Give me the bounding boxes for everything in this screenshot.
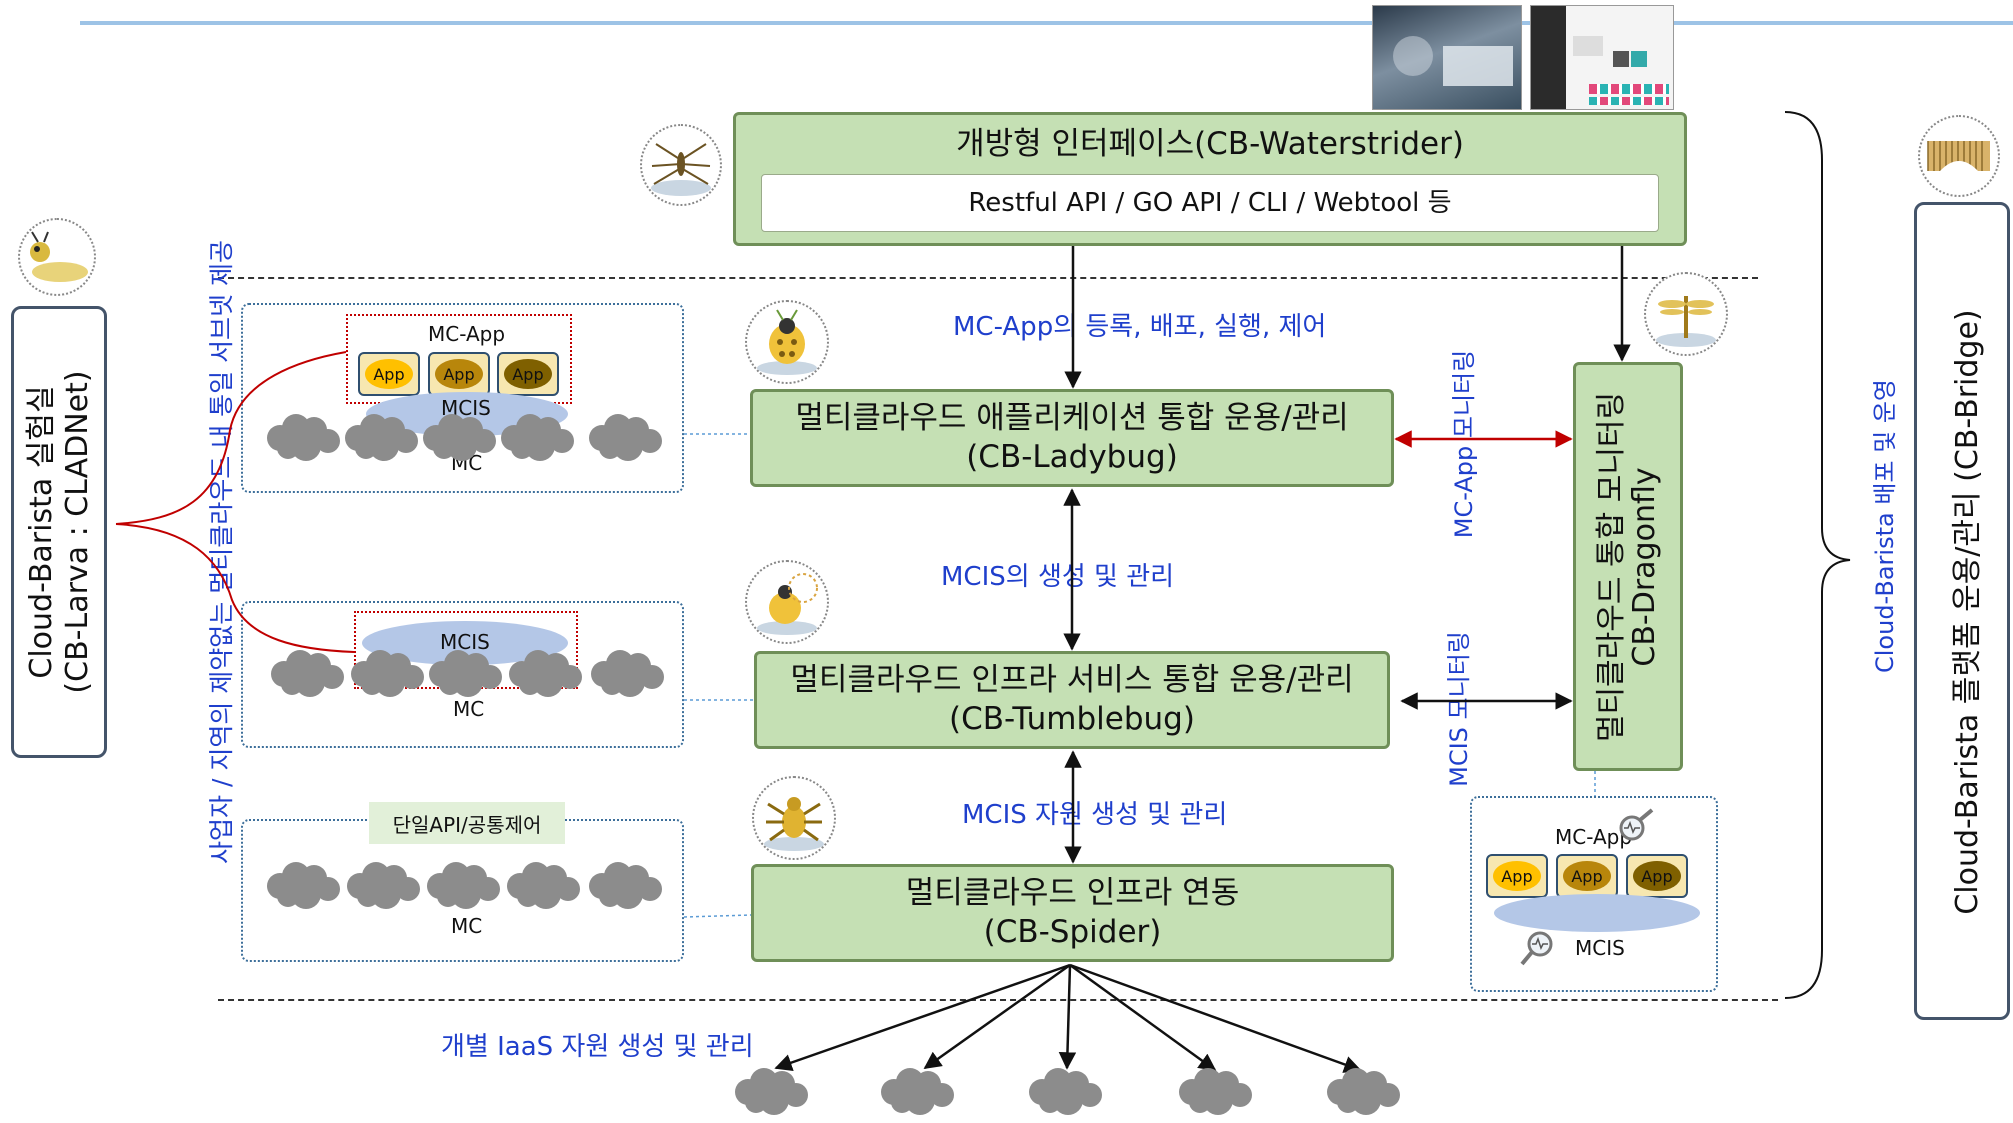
dashboard-screenshot-thumbnail (1530, 5, 1674, 110)
dashed-separator-top (218, 277, 1758, 279)
cb-spider-box: 멀티클라우드 인프라 연동 (CB-Spider) (751, 864, 1394, 962)
cb-larva-panel (11, 306, 107, 758)
iaas-cloud-5 (1327, 1068, 1400, 1115)
panel2-cloud-4 (509, 650, 582, 697)
arrow-spider-cloud-4 (1069, 963, 1217, 1072)
panel2-cloud-2 (351, 650, 424, 697)
ladybug-line2: (CB-Ladybug) (966, 439, 1178, 475)
cb-ladybug-box: 멀티클라우드 애플리케이션 통합 운용/관리 (CB-Ladybug) (750, 389, 1394, 487)
panel3-cloud-5 (589, 862, 662, 909)
api-list-text: Restful API / GO API / CLI / Webtool 등 (968, 187, 1452, 218)
ladybug-line1: 멀티클라우드 애플리케이션 통합 운용/관리 (795, 400, 1349, 437)
arrow-spider-cloud-5 (1069, 963, 1362, 1073)
panel2-mcis-label: MCIS (440, 630, 490, 654)
panel2-cloud-5 (591, 650, 664, 697)
larva-curve-lower (115, 523, 355, 653)
deployment-brace (1784, 111, 1851, 999)
arrow-spider-cloud-2 (923, 963, 1071, 1070)
iaas-cloud-2 (881, 1068, 954, 1115)
tumblebug-icon (745, 560, 829, 644)
panel1-cloud-1 (267, 414, 340, 461)
label-mcis-create: MCIS의 생성 및 관리 (941, 562, 1175, 592)
tumblebug-line2: (CB-Tumblebug) (949, 701, 1195, 737)
cb-bridge-panel (1914, 202, 2010, 1020)
dragonfly-app-card-1: App (1486, 854, 1548, 898)
panel2-mc-label: MC (453, 697, 485, 721)
connector-panel3-spider (683, 914, 752, 918)
dragonfly-panel (1470, 796, 1718, 992)
dragonfly-app-card-2: App (1556, 854, 1618, 898)
panel1-cloud-4 (501, 414, 574, 461)
ladybug-icon (745, 300, 829, 384)
iaas-cloud-3 (1029, 1068, 1102, 1115)
spider-line1: 멀티클라우드 인프라 연동 (905, 875, 1240, 912)
single-api-label-box: 단일API/공통제어 (369, 802, 565, 844)
panel1-mcapp-title: MC-App (428, 322, 506, 346)
iaas-cloud-4 (1179, 1068, 1252, 1115)
waterstrider-icon (640, 124, 722, 206)
bridge-icon (1918, 115, 2000, 197)
left-panel-mcapp (241, 303, 684, 493)
portal-screenshot-thumbnail (1372, 5, 1522, 110)
arrow-spider-cloud-3 (1058, 964, 1077, 1070)
panel2-cloud-3 (429, 650, 502, 697)
panel3-cloud-3 (427, 862, 500, 909)
iaas-cloud-1 (735, 1068, 808, 1115)
panel3-cloud-2 (347, 862, 420, 909)
api-list-box: Restful API / GO API / CLI / Webtool 등 (761, 173, 1659, 232)
panel2-cloud-1 (271, 650, 344, 697)
cb-dragonfly-box (1573, 362, 1683, 771)
dragonfly-panel-mcapp-title: MC-App (1555, 825, 1633, 849)
panel1-cloud-2 (345, 414, 418, 461)
panel3-cloud-4 (507, 862, 580, 909)
panel1-app-card-3: App (497, 352, 559, 396)
left-panel-mcis (241, 601, 684, 748)
tumblebug-line1: 멀티클라우드 인프라 서비스 통합 운용/관리 (790, 662, 1354, 699)
label-mcis-resource: MCIS 자원 생성 및 관리 (962, 800, 1228, 830)
magnifier-icon-2 (1518, 928, 1558, 968)
panel3-mc-label: MC (451, 914, 483, 938)
panel1-cloud-5 (589, 414, 662, 461)
spider-line2: (CB-Spider) (983, 914, 1162, 950)
panel3-cloud-1 (267, 862, 340, 909)
label-iaas: 개별 IaaS 자원 생성 및 관리 (441, 1032, 754, 1062)
larva-icon (18, 218, 96, 296)
dragonfly-app-card-3: App (1626, 854, 1688, 898)
dashed-separator-bottom (218, 999, 1778, 1001)
larva-curve-upper (115, 351, 347, 525)
panel1-app-card-1: App (358, 352, 420, 396)
arrow-spider-cloud-1 (774, 963, 1071, 1072)
top-divider-line (80, 21, 2013, 25)
spider-icon (752, 776, 836, 860)
cb-waterstrider-box: 개방형 인터페이스(CB-Waterstrider) Restful API /… (733, 112, 1687, 246)
label-mcapp-register: MC-App의 등록, 배포, 실행, 제어 (953, 312, 1327, 342)
dragonfly-mcis-ellipse (1494, 894, 1700, 932)
panel1-cloud-3 (423, 414, 496, 461)
waterstrider-title: 개방형 인터페이스(CB-Waterstrider) (956, 126, 1464, 162)
dragonfly-panel-mcis-label: MCIS (1575, 936, 1625, 960)
dragonfly-icon (1644, 272, 1728, 356)
cb-tumblebug-box: 멀티클라우드 인프라 서비스 통합 운용/관리 (CB-Tumblebug) (754, 651, 1390, 749)
magnifier-icon-1 (1616, 806, 1656, 846)
